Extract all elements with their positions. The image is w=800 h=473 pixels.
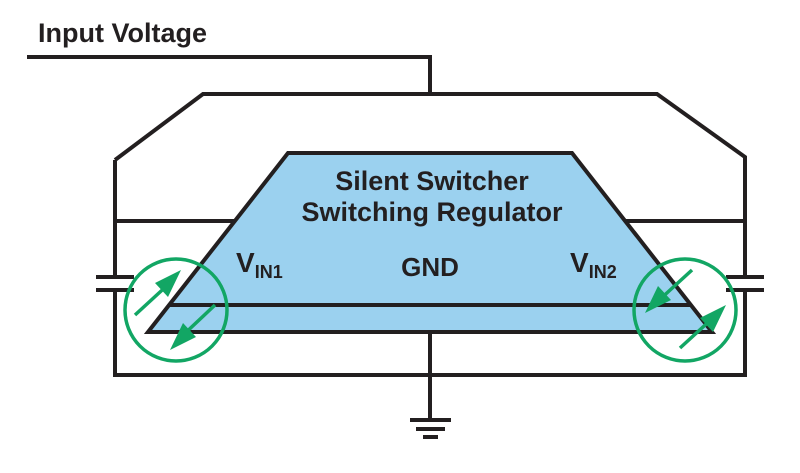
input-voltage-wire: [27, 55, 432, 94]
regulator-chip: [143, 151, 717, 334]
arrow-down-icon: [170, 323, 196, 350]
highlight-circle-right: [632, 257, 738, 363]
highlight-circle-left: [123, 257, 229, 363]
chip-label-line2: Switching Regulator: [301, 197, 563, 227]
arrow-up-icon: [155, 270, 181, 297]
vin1-label: VIN1: [236, 247, 283, 282]
current-loop-left: [123, 257, 229, 363]
current-loop-right: [632, 257, 738, 363]
gnd-label: GND: [401, 252, 459, 282]
input-voltage-label: Input Voltage: [38, 18, 207, 48]
vin2-label: VIN2: [570, 247, 617, 282]
arrow-up-icon: [700, 305, 726, 332]
ground-symbol: [410, 418, 451, 439]
chip-label-line1: Silent Switcher: [335, 166, 529, 196]
arrow-down-icon: [645, 286, 671, 313]
